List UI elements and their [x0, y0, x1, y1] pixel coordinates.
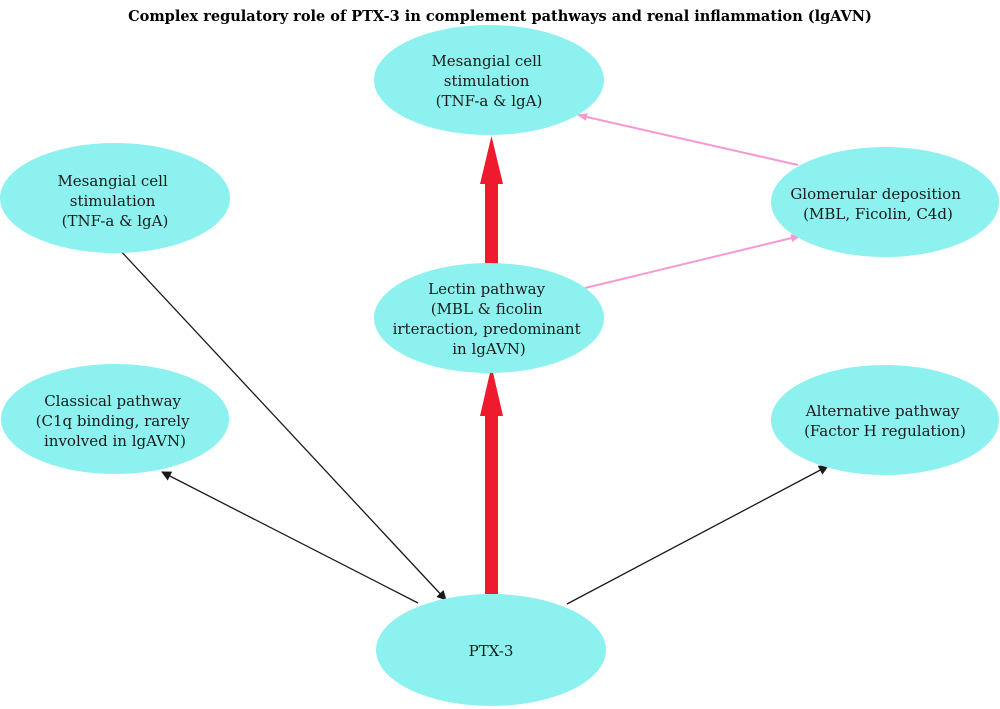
node-label-line: stimulation — [70, 192, 156, 210]
edge-mesangial-left-to-ptx3 — [117, 247, 447, 601]
svg-text:Lectin pathway (MBL & fi: Lectin pathway (MBL & ficolin irteractio… — [393, 280, 586, 358]
node-label-line: (TNF-a & lgA) — [62, 212, 169, 230]
svg-text:Mesangial cell stimulati: Mesangial cell stimulation (TNF-a & lgA) — [431, 52, 546, 110]
node-label-line: Classical pathway — [44, 392, 181, 410]
node-mesangial-left: Mesangial cell stimulation (TNF-a & lgA) — [0, 143, 230, 253]
diagram-title: Complex regulatory role of PTX-3 in comp… — [128, 8, 872, 25]
node-label-line: stimulation — [444, 72, 530, 90]
svg-text:Glomerular deposition (M: Glomerular deposition (MBL, Ficolin, C4d… — [790, 185, 965, 223]
node-label-line: PTX-3 — [469, 642, 514, 660]
edge-ptx3-to-alternative — [566, 465, 829, 605]
edge-ptx3-to-lectin — [480, 366, 503, 594]
node-label-line: Lectin pathway — [428, 280, 546, 298]
node-classical: Classical pathway (C1q binding, rarely i… — [1, 364, 229, 474]
svg-text:Classical pathway (C1q b: Classical pathway (C1q binding, rarely i… — [36, 392, 195, 450]
edge-lectin-to-mesangial-top — [480, 136, 503, 276]
node-label-line: in lgAVN) — [452, 340, 526, 358]
svg-text:Mesangial cell stimulati: Mesangial cell stimulation (TNF-a & lgA) — [57, 172, 172, 230]
node-alternative: Alternative pathway (Factor H regulation… — [771, 365, 999, 475]
node-label-line: involved in lgAVN) — [44, 432, 186, 450]
node-label-line: Mesangial cell — [431, 52, 542, 70]
node-ptx3: PTX-3 — [376, 594, 606, 706]
node-label-line: Glomerular deposition — [790, 185, 961, 203]
node-label-line: (Factor H regulation) — [804, 422, 966, 440]
svg-text:PTX-3: PTX-3 — [469, 642, 514, 660]
node-label-line: (C1q binding, rarely — [36, 412, 190, 430]
edge-ptx3-to-classical — [161, 471, 419, 604]
node-label-line: irteraction, predominant — [393, 320, 581, 338]
node-label-line: Mesangial cell — [57, 172, 168, 190]
node-glomerular: Glomerular deposition (MBL, Ficolin, C4d… — [771, 147, 999, 257]
node-mesangial-top: Mesangial cell stimulation (TNF-a & lgA) — [374, 25, 604, 135]
node-label-line: (TNF-a & lgA) — [436, 92, 543, 110]
node-lectin: Lectin pathway (MBL & ficolin irteractio… — [374, 263, 604, 373]
edge-lectin-to-glomerular — [584, 234, 801, 289]
node-label-line: Alternative pathway — [805, 402, 960, 420]
edge-glomerular-to-mesangial-top — [577, 113, 799, 166]
node-label-line: (MBL & ficolin — [431, 300, 543, 318]
node-label-line: (MBL, Ficolin, C4d) — [803, 205, 953, 223]
svg-text:Alternative pathway (Fac: Alternative pathway (Factor H regulation… — [804, 402, 966, 440]
